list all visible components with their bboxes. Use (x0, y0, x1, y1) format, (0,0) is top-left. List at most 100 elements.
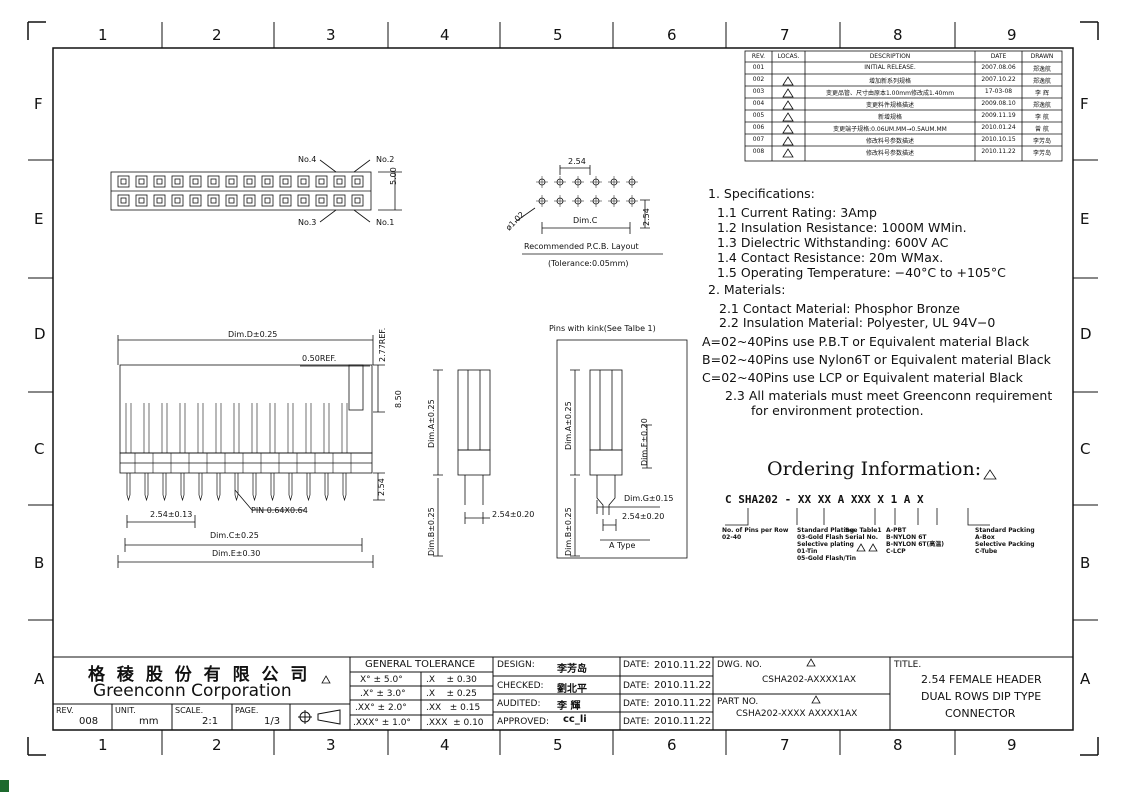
pcb-hole-crosshair (590, 176, 602, 188)
socket-cell (315, 194, 328, 207)
ordering-legend-packing: Standard Packing A-Box Selective Packing… (975, 527, 1035, 555)
inner-border (52, 47, 1074, 731)
socket-contact (264, 197, 271, 204)
contact-line (323, 403, 330, 453)
date-header: DATE (990, 53, 1007, 60)
socket-contact (354, 197, 361, 204)
socket-contact (318, 178, 325, 185)
contact-line (251, 403, 258, 453)
pin-tail (324, 473, 329, 502)
material-item: 2.2 Insulation Material: Polyester, UL 9… (719, 315, 996, 330)
pin-tail (234, 473, 239, 502)
socket-contact (246, 178, 253, 185)
page-value: 1/3 (264, 716, 281, 727)
pin-size-label: PIN 0.64X0.64 (251, 506, 308, 515)
row-letter: D (1080, 325, 1092, 343)
socket-contact (300, 197, 307, 204)
col-number: 1 (98, 26, 108, 44)
socket-contact (210, 178, 217, 185)
socket-cell (189, 194, 202, 207)
material-option: C=02~40Pins use LCP or Equivalent materi… (702, 370, 1023, 385)
end-view (433, 369, 491, 557)
revision-table-grid (744, 50, 1063, 162)
pcb-title: Recommended P.C.B. Layout (524, 242, 639, 251)
revision-drawn-cell: 李 辉 (1035, 90, 1049, 97)
material-option: A=02~40Pins use P.B.T or Equivalent mate… (702, 334, 1030, 349)
approved-date-label: DATE: (623, 717, 650, 727)
revision-date-cell: 2010.01.24 (981, 124, 1016, 131)
pcb-tolerance: (Tolerance:0.05mm) (548, 259, 629, 268)
company-name-en: Greenconn Corporation (93, 681, 292, 701)
ordering-legend-material: A-PBT B-NYLON 6T B-NYLON 6T(高温) C-LCP (886, 527, 945, 555)
pcb-dim-c-label: Dim.C (573, 216, 598, 225)
revision-drawn-cell: 李 航 (1035, 114, 1049, 121)
title-block-grid (53, 656, 1073, 730)
design-name: 李芳岛 (557, 664, 587, 675)
col-number: 2 (212, 736, 222, 754)
row-letter: B (1080, 554, 1091, 572)
ordering-triangles (321, 469, 997, 704)
socket-cell (153, 194, 166, 207)
end-dim-b-label: Dim.B±0.25 (427, 507, 436, 556)
socket-cell (279, 194, 292, 207)
pin-tail (144, 473, 149, 502)
socket-contact (318, 197, 325, 204)
col-number: 4 (440, 26, 450, 44)
col-number: 5 (553, 736, 563, 754)
pitch-label: 2.54±0.13 (150, 510, 193, 519)
socket-cell (171, 175, 184, 188)
kink-row-pitch-label: 2.54±0.20 (622, 512, 665, 521)
kink-dim-b-label: Dim.B±0.25 (564, 507, 573, 556)
kink-dim-g-label: Dim.G±0.15 (624, 494, 674, 503)
audited-date: 2010.11.22 (654, 698, 712, 709)
approved-date: 2010.11.22 (654, 716, 712, 727)
socket-contact (156, 178, 163, 185)
ref-050-label: 0.50REF. (302, 354, 337, 363)
contact-line (197, 403, 204, 453)
contact-line (341, 403, 348, 453)
environment-note: for environment protection. (751, 403, 924, 418)
socket-contact (282, 197, 289, 204)
design-label: DESIGN: (497, 660, 535, 670)
spec-item: 1.1 Current Rating: 3Amp (717, 205, 877, 220)
description-header: DESCRIPTION (869, 53, 911, 60)
col-number: 8 (893, 736, 903, 754)
pcb-hole-crosshair (536, 195, 548, 207)
socket-contact (192, 178, 199, 185)
pin-tail (198, 473, 203, 502)
top-view (110, 159, 402, 223)
socket-cell (243, 194, 256, 207)
design-date-label: DATE: (623, 660, 650, 670)
col-number: 8 (893, 26, 903, 44)
ordering-legend-pins: No. of Pins per Row 02-40 (722, 527, 789, 541)
revision-drawn-cell: 郑逸航 (1032, 102, 1051, 109)
socket-cell (225, 194, 238, 207)
spec-item: 1.2 Insulation Resistance: 1000M WMin. (717, 220, 967, 235)
pin-tail (270, 473, 275, 502)
checked-date: 2010.11.22 (654, 680, 712, 691)
tolerance-angular: .X° ± 3.0° (360, 689, 406, 699)
row-letter: F (34, 95, 43, 113)
col-number: 3 (326, 26, 336, 44)
scale-label: SCALE. (175, 706, 204, 715)
socket-cell (333, 175, 346, 188)
revision-date-cell: 2007.10.22 (981, 76, 1016, 83)
revision-date-cell: 17-03-08 (984, 88, 1013, 95)
socket-cell (135, 175, 148, 188)
revision-rev-cell: 007 (752, 136, 765, 143)
materials-heading: 2. Materials: (708, 282, 786, 297)
pcb-pitch-label: 2.54 (568, 157, 586, 166)
pin-tail (342, 473, 347, 502)
dim-e-label: Dim.E±0.30 (212, 549, 261, 558)
drawing-title-line: CONNECTOR (945, 707, 1016, 720)
title-label: TITLE. (894, 660, 922, 670)
contact-line (305, 403, 312, 453)
socket-cell (225, 175, 238, 188)
contact-line (215, 403, 222, 453)
revision-rev-cell: 006 (752, 124, 765, 131)
revision-drawn-cell: 李芳岛 (1032, 150, 1051, 157)
col-number: 7 (780, 736, 790, 754)
dwg-no-label: DWG. NO. (717, 660, 762, 670)
revision-description-cell: 变更品管、尺寸由原本1.00mm修改成1.40mm (825, 90, 955, 97)
revision-description-cell: 修改料号参数描述 (865, 138, 914, 145)
